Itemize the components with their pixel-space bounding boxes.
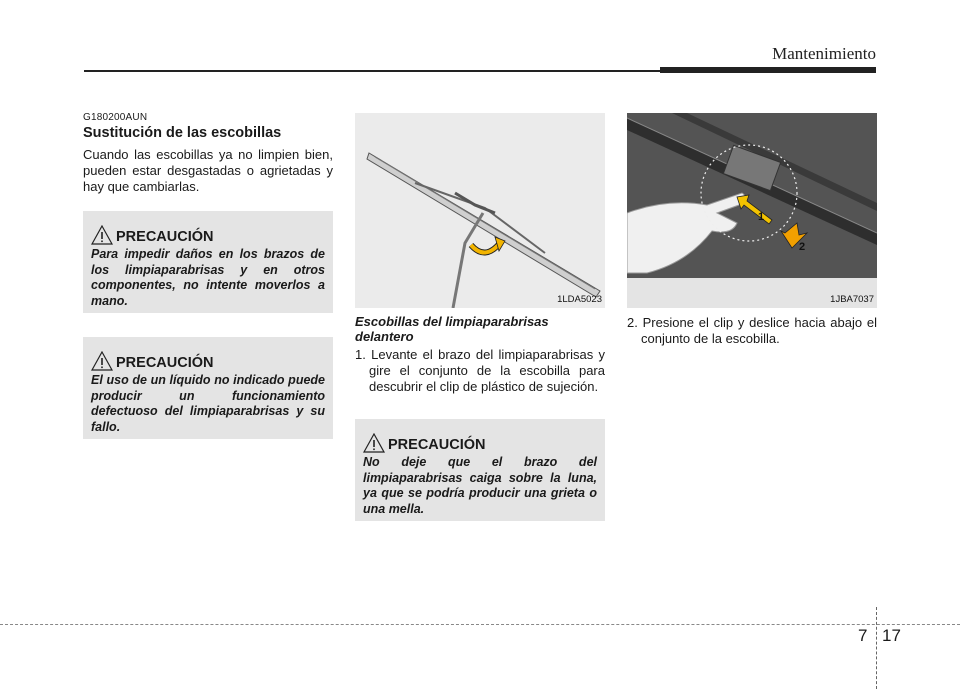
wiper-arm-drawing — [355, 113, 605, 308]
warning-icon — [91, 351, 113, 371]
intro-paragraph: Cuando las escobillas ya no limpien bien… — [83, 147, 333, 194]
wiper-clip-drawing — [627, 113, 877, 308]
caution-box-3: PRECAUCIÓN No deje que el brazo del limp… — [355, 419, 605, 521]
callout-1: 1 — [758, 211, 765, 223]
caution-box-1: PRECAUCIÓN Para impedir daños en los bra… — [83, 211, 333, 313]
figure-caption: Escobillas del limpiaparabrisas delanter… — [355, 314, 549, 344]
header-title: Mantenimiento — [772, 44, 876, 63]
wiper-lift-illustration: 1LDA5023 — [355, 113, 605, 308]
figure-code: 1JBA7037 — [830, 294, 874, 305]
caution-title: PRECAUCIÓN — [388, 437, 486, 453]
page-number: 17 — [882, 626, 901, 645]
header-rule — [84, 70, 660, 72]
warning-icon — [91, 225, 113, 245]
caution-title: PRECAUCIÓN — [116, 355, 214, 371]
section-title: Sustitución de las escobillas — [83, 125, 282, 141]
figure-code: 1LDA5023 — [557, 294, 602, 305]
callout-2: 2 — [799, 241, 806, 253]
wiper-clip-photo: 1 2 1JBA7037 — [627, 113, 877, 308]
footer-divider — [876, 607, 877, 689]
section-code: G180200AUN — [83, 112, 148, 123]
caution-text: El uso de un líquido no indicado puede p… — [91, 373, 325, 434]
caution-title: PRECAUCIÓN — [116, 229, 214, 245]
chapter-number: 7 — [858, 626, 868, 645]
caution-text: Para impedir daños en los brazos de los … — [91, 247, 325, 308]
header-rule-accent — [660, 67, 876, 73]
warning-icon — [363, 433, 385, 453]
caution-box-2: PRECAUCIÓN El uso de un líquido no indic… — [83, 337, 333, 439]
step-1: 1. Levante el brazo del limpiaparabrisas… — [355, 347, 605, 394]
step-2: 2. Presione el clip y deslice hacia abaj… — [627, 315, 877, 346]
footer-rule — [0, 624, 960, 625]
caution-text: No deje que el brazo del limpiaparabrisa… — [363, 455, 597, 516]
